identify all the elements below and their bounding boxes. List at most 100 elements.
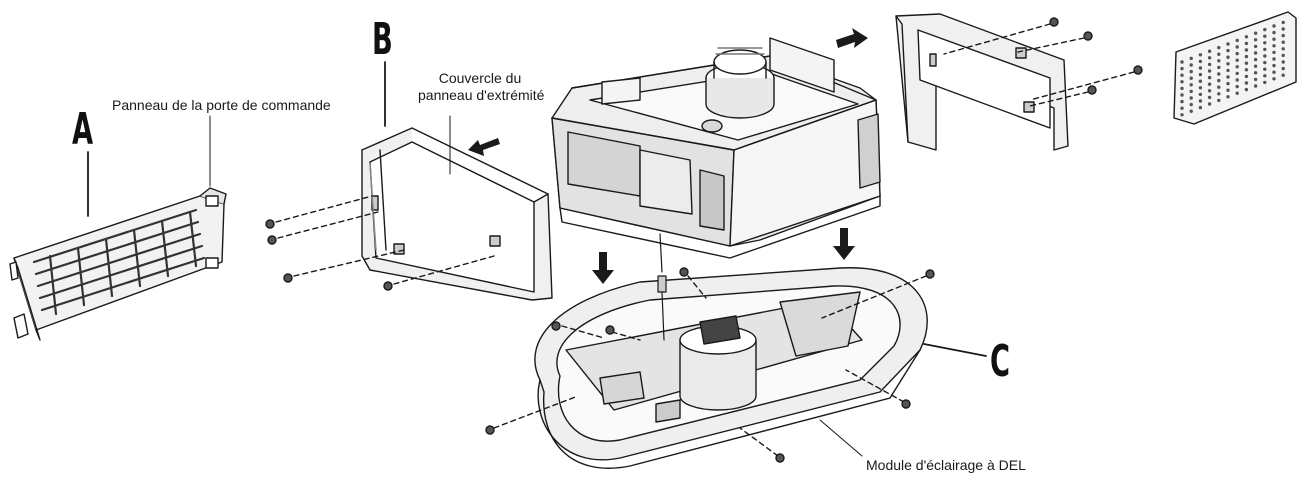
perforation-hole [1244,81,1249,85]
perforation-hole [1244,61,1249,65]
screws-right [1049,17,1143,95]
perforation-hole [1217,78,1221,83]
perforation-hole [1272,24,1276,28]
perforation-hole [1244,48,1249,52]
screws-c [485,267,935,463]
perforation-hole [1189,56,1193,61]
perforation-hole [1207,56,1212,60]
perforation-hole [1198,59,1203,64]
wire-connector [657,233,667,341]
perforation-hole [1180,66,1184,71]
label-end-panel-cover-line2: panneau d'extrémité [418,87,545,103]
perforation-hole [1189,63,1193,67]
perforation-hole [1198,53,1203,57]
perforation-hole [1189,69,1193,74]
perforation-hole [1226,68,1230,73]
perforation-hole [1253,31,1258,35]
perforation-hole [1263,34,1267,38]
perforation-hole [1180,86,1184,91]
perforation-hole [1189,96,1193,100]
perforation-hole [1263,41,1267,45]
arrow-down-icon [592,252,614,284]
perforation-hole [1180,80,1184,84]
perforation-hole [1253,84,1258,88]
perforation-hole [1226,48,1230,53]
perforation-hole [1226,62,1230,66]
perforation-hole [1217,45,1221,50]
perforation-hole [1253,44,1258,49]
perforation-hole [1281,33,1285,38]
perforation-hole [1263,74,1267,78]
perforation-hole [1272,63,1276,68]
leader-lines [87,61,987,357]
label-pointers [209,115,863,457]
label-led-module: Module d'éclairage à DEL [866,457,1026,473]
led-lighting-module [534,267,928,469]
perforation-hole [1281,53,1285,58]
callout-letter-b: B [372,14,393,65]
label-end-panel-cover: Couvercle du panneau d'extrémité [418,70,545,104]
perforation-hole [1244,68,1249,72]
perforation-hole [1235,78,1239,82]
perforation-hole [1226,55,1230,59]
perforation-hole [1180,113,1184,117]
perforation-hole [1180,93,1184,97]
perforation-hole [1235,45,1239,49]
perforation-hole [1198,72,1203,77]
perforation-hole [1281,60,1285,64]
perforation-hole [1198,105,1203,110]
perforation-hole [1281,73,1285,77]
perforation-hole [1235,58,1239,62]
perforation-hole [1189,83,1193,87]
perforation-hole [1235,65,1239,69]
perforation-hole [1263,27,1267,32]
perforation-hole [1217,65,1221,70]
perforation-hole [1207,75,1212,80]
perforation-hole [1207,89,1212,93]
perforation-hole [1217,52,1221,56]
perforation-hole [1207,102,1212,106]
perforation-hole [1281,20,1285,25]
perforation-hole [1180,73,1184,77]
perforation-hole [1217,59,1221,63]
screw-lines-c [493,275,927,457]
label-control-door-panel: Panneau de la porte de commande [112,97,331,113]
perforation-hole [1217,72,1221,76]
control-door-panel [9,187,227,341]
perforation-hole [1244,54,1249,59]
perforation-hole [1235,84,1239,89]
perforation-hole [1235,91,1239,95]
perforation-hole [1272,77,1276,81]
callout-letter-a: A [72,104,94,155]
perforation-hole [1198,79,1203,83]
perforation-hole [1207,69,1212,73]
screw-lines-b [275,195,495,285]
perforation-hole [1244,74,1249,79]
perforation-hole [1235,38,1239,43]
perforation-hole [1263,80,1267,85]
perforation-hole [1226,75,1230,79]
perforation-hole [1272,30,1276,35]
perforation-hole [1207,62,1212,67]
end-panel-cover-left [361,127,553,301]
screw-lines-right [943,23,1135,107]
arrow-right-icon [836,28,868,48]
perforation-hole [1263,47,1267,52]
perforation-hole [1272,70,1276,74]
perforation-hole [1189,109,1193,113]
perforation-hole [1281,47,1285,51]
perforation-holes [1180,20,1285,117]
perforation-hole [1272,57,1276,61]
perforation-hole [1207,95,1212,100]
perforation-hole [1244,87,1249,92]
perforation-hole [1263,60,1267,65]
perforation-hole [1253,71,1258,75]
perforation-hole [1253,38,1258,42]
label-end-panel-cover-line1: Couvercle du [438,70,522,86]
motor-unit [551,37,881,259]
perforation-hole [1263,54,1267,58]
perforation-hole [1272,44,1276,48]
perforation-hole [1217,92,1221,96]
perforation-hole [1180,99,1184,104]
perforation-hole [1281,40,1285,44]
